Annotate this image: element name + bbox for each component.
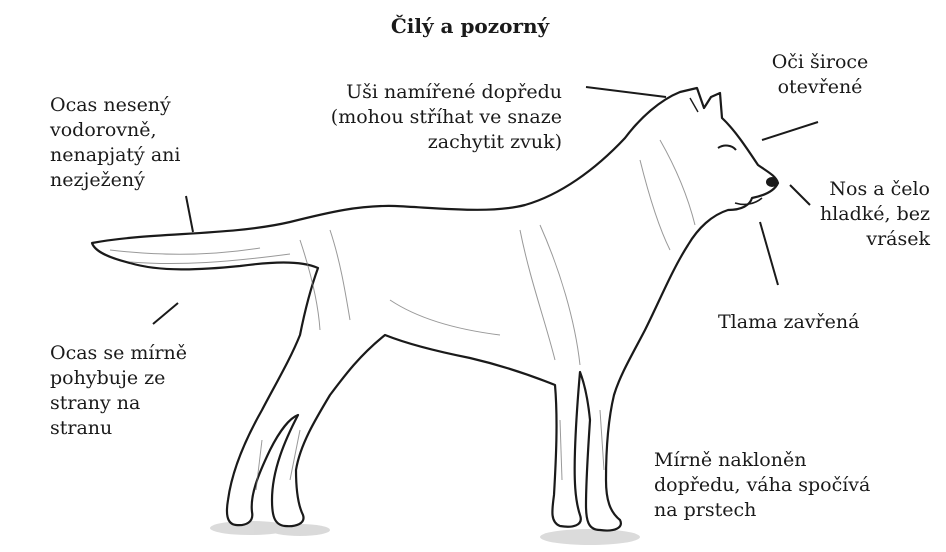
- label-line: Ocas se mírně: [50, 341, 187, 366]
- label-mouth-closed: Tlama zavřená: [718, 310, 859, 335]
- label-line: (mohou stříhat ve snaze: [270, 105, 562, 130]
- label-line: dopředu, váha spočívá: [654, 473, 870, 498]
- label-tail-moving: Ocas se mírně pohybuje ze strany na stra…: [50, 341, 187, 441]
- label-ears-forward: Uši namířené dopředu (mohou stříhat ve s…: [270, 80, 562, 155]
- label-line: otevřené: [750, 75, 890, 100]
- dog-nose: [766, 177, 778, 187]
- leader-nose: [790, 185, 810, 205]
- label-line: nezježený: [50, 168, 180, 193]
- label-line: zachytit zvuk): [270, 130, 562, 155]
- leader-tail-carried: [186, 196, 193, 232]
- leader-mouth: [760, 222, 778, 285]
- label-nose-forehead: Nos a čelo hladké, bez vrásek: [812, 177, 930, 252]
- label-line: stranu: [50, 416, 187, 441]
- label-line: Tlama zavřená: [718, 310, 859, 335]
- leader-tail-moving: [153, 303, 178, 324]
- diagram-title: Čilý a pozorný: [380, 14, 560, 39]
- label-line: na prstech: [654, 498, 870, 523]
- label-line: Oči široce: [750, 50, 890, 75]
- label-line: nenapjatý ani: [50, 143, 180, 168]
- label-line: vrásek: [812, 227, 930, 252]
- label-line: strany na: [50, 391, 187, 416]
- label-leaning-forward: Mírně nakloněn dopředu, váha spočívá na …: [654, 448, 870, 523]
- label-line: pohybuje ze: [50, 366, 187, 391]
- label-line: Uši namířené dopředu: [270, 80, 562, 105]
- leader-ears: [586, 87, 666, 97]
- label-line: Ocas nesený: [50, 93, 180, 118]
- label-line: vodorovně,: [50, 118, 180, 143]
- leader-eyes: [762, 122, 818, 140]
- label-line: hladké, bez: [812, 202, 930, 227]
- label-line: Mírně nakloněn: [654, 448, 870, 473]
- label-tail-carried: Ocas nesený vodorovně, nenapjatý ani nez…: [50, 93, 180, 193]
- label-line: Nos a čelo: [812, 177, 930, 202]
- label-eyes-open: Oči široce otevřené: [750, 50, 890, 100]
